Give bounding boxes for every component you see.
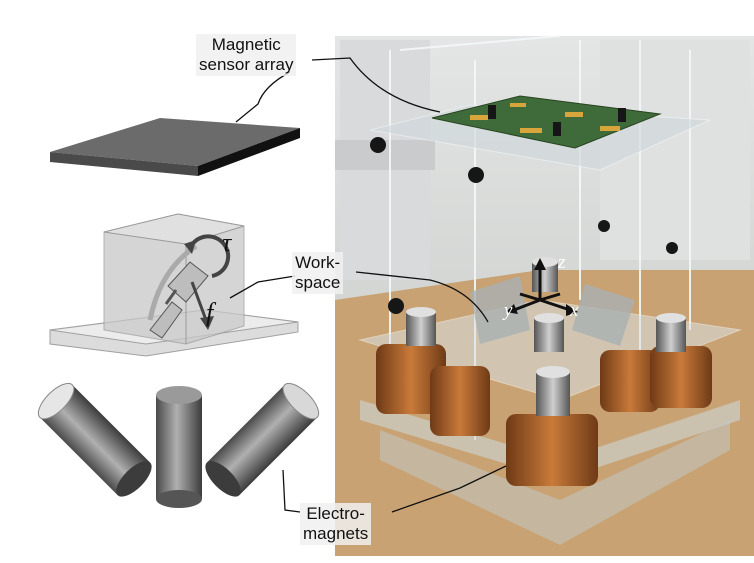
coordinate-axes xyxy=(513,268,571,312)
axis-label-z: z xyxy=(558,252,566,273)
axis-label-y: y xyxy=(504,300,513,321)
sensor-plate xyxy=(50,118,300,176)
label-workspace: Work- space xyxy=(292,252,344,294)
tool-body xyxy=(147,243,209,339)
steel-cores xyxy=(406,257,686,416)
label-workspace-line2: space xyxy=(295,273,341,292)
label-electromagnets: Electro- magnets xyxy=(300,503,372,545)
schematic-panel xyxy=(37,118,320,508)
copper-coils xyxy=(376,344,712,486)
electromagnet-cylinders xyxy=(37,382,320,508)
label-sensor-line1: Magnetic xyxy=(211,35,281,54)
workspace-cube xyxy=(49,213,299,357)
torque-symbol: τ xyxy=(222,228,232,257)
force-symbol: f xyxy=(206,298,214,327)
torque-arrow xyxy=(188,234,231,278)
force-arrow xyxy=(190,281,208,321)
pcb-components xyxy=(470,103,620,133)
label-electro-line1: Electro- xyxy=(306,504,365,523)
label-electro-line2: magnets xyxy=(303,524,369,543)
label-magnetic-sensor-array: Magnetic sensor array xyxy=(196,34,297,76)
label-sensor-line2: sensor array xyxy=(199,55,294,74)
axis-label-x: x xyxy=(570,300,579,321)
photo-panel xyxy=(335,35,754,556)
label-workspace-line1: Work- xyxy=(295,253,341,272)
